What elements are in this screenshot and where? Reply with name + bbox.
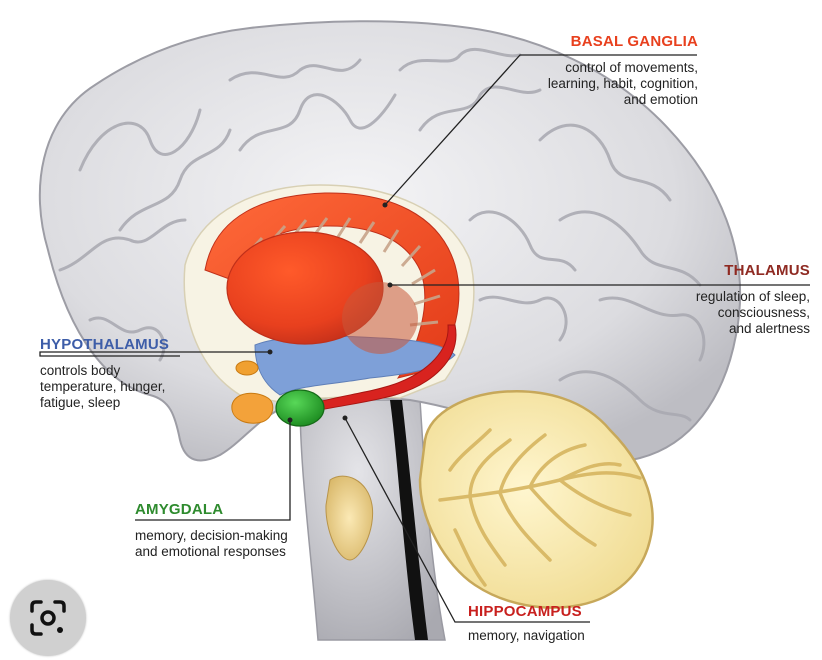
cerebellum (418, 390, 654, 609)
amygdala-dot (287, 417, 293, 423)
hypothalamus-leader (39, 351, 270, 357)
hippocampus-label: HIPPOCAMPUS memory, navigation (468, 603, 668, 644)
lens-search-button[interactable] (10, 580, 86, 656)
pituitary-gland (231, 392, 274, 424)
basal-ganglia-desc: control of movements, learning, habit, c… (547, 60, 698, 107)
amygdala-desc: memory, decision-making and emotional re… (135, 528, 288, 559)
hippocampus-dot (342, 415, 348, 421)
amygdala-label: AMYGDALA memory, decision-making and emo… (135, 501, 375, 560)
hippocampus-leader (344, 417, 590, 623)
thalamus-desc: regulation of sleep, consciousness, and … (695, 289, 810, 336)
fourth-ventricle (390, 400, 428, 640)
amygdala-leader (135, 420, 291, 521)
basal-ganglia-dot (382, 202, 388, 208)
hippocampus-desc: memory, navigation (468, 628, 585, 643)
gyri-folds (58, 47, 706, 422)
leader-lines (39, 54, 810, 623)
hypothalamus-title: HYPOTHALAMUS (40, 336, 170, 353)
hypothalamus-label: HYPOTHALAMUS controls body temperature, … (40, 336, 260, 411)
pituitary (235, 360, 259, 376)
basal-ganglia-label: BASAL GANGLIA control of movements, lear… (458, 33, 698, 108)
basal-ganglia-leader (384, 54, 697, 206)
hippocampus-title: HIPPOCAMPUS (468, 603, 582, 620)
basal-ganglia-title: BASAL GANGLIA (570, 33, 698, 50)
amygdala-title: AMYGDALA (135, 501, 224, 518)
lens-search-icon (30, 600, 66, 636)
amygdala (275, 389, 325, 427)
thalamus-title: THALAMUS (724, 262, 810, 279)
hypothalamus-desc: controls body temperature, hunger, fatig… (40, 363, 166, 410)
thalamus-dot (387, 282, 393, 288)
hypothalamus-dot (267, 349, 273, 355)
cerebellum-arbor (438, 428, 642, 587)
thalamus-shade (342, 282, 418, 354)
thalamus-label: THALAMUS regulation of sleep, consciousn… (590, 262, 810, 337)
pons (325, 475, 374, 561)
